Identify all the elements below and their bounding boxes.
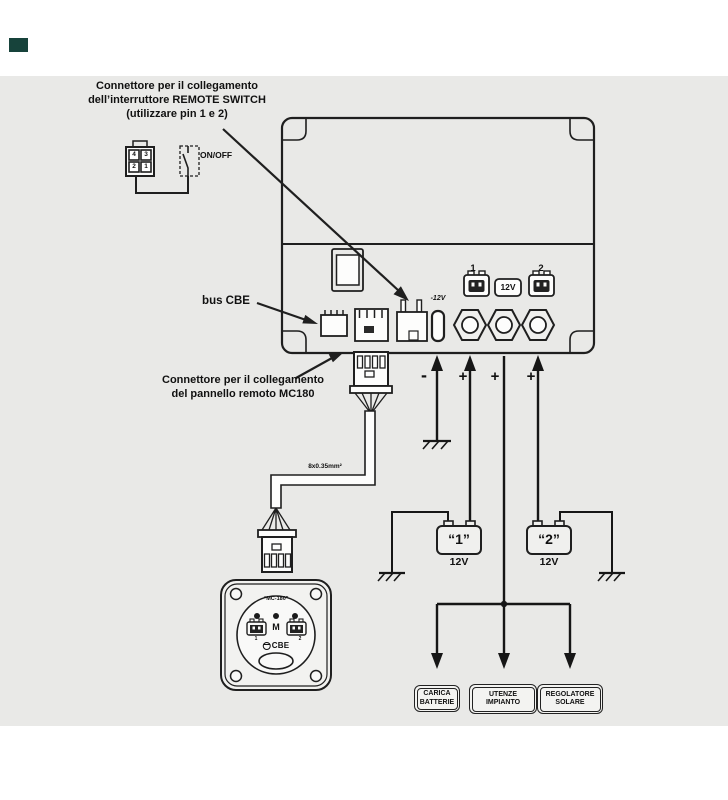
mc180-arrow <box>295 357 333 379</box>
on-off-label: ON/OFF <box>200 150 233 160</box>
battery2-icon <box>528 270 555 297</box>
pin-3-label: 3 <box>144 151 148 158</box>
pin-1-label: 1 <box>144 163 148 170</box>
pin-4-label: 4 <box>132 151 136 158</box>
rocker-switch <box>331 248 364 292</box>
cable-run <box>270 410 376 509</box>
hex-terminals <box>452 309 556 341</box>
battery1-icon <box>463 270 490 297</box>
panel-title: “MC-180” <box>263 596 289 602</box>
plus-label-2: + <box>490 368 500 385</box>
cbe-logo-text: CBE <box>271 641 290 650</box>
battery2-name: “2” <box>538 531 560 547</box>
unit-battery1-number: 1 <box>470 263 476 274</box>
panel-battery1-number: 1 <box>254 636 258 642</box>
main-unit <box>280 116 596 355</box>
unit-voltage-label: 12V <box>500 282 516 292</box>
mc180-note: Connettore per il collegamento del panne… <box>162 373 324 401</box>
remote-switch-arrow <box>222 128 400 292</box>
mc180-note-line-2: del pannello remoto MC180 <box>171 388 315 400</box>
load-2-line-1: UTENZE <box>489 690 517 698</box>
load-2-line-2: IMPIANTO <box>485 699 521 706</box>
cable-spec-label: 8x0.35mm² <box>308 463 342 470</box>
load-box-regolatore-solare: REGOLATORE SOLARE <box>537 684 603 714</box>
load-box-utenze-impianto: UTENZE IMPIANTO <box>469 684 537 714</box>
mc180-note-line-1: Connettore per il collegamento <box>162 374 324 386</box>
mc180-receptacle <box>354 308 389 342</box>
plus-label-3: + <box>526 368 536 385</box>
panel-battery1-icon <box>246 618 267 636</box>
load-1-line-1: CARICA <box>423 690 451 697</box>
led-m <box>273 613 279 619</box>
battery1-voltage: 12V <box>449 556 469 568</box>
bus-cbe-label: bus CBE <box>202 295 250 307</box>
bus-cbe-arrow <box>256 301 307 322</box>
screw-hole <box>309 587 323 601</box>
switch-dashed-box <box>179 145 200 177</box>
battery2-voltage: 12V <box>539 556 559 568</box>
ground-symbol-3 <box>597 571 625 582</box>
corner-mark <box>9 38 28 52</box>
corner-notch-br <box>569 330 593 352</box>
remote-switch-note: Connettore per il collegamento dell’inte… <box>88 79 266 121</box>
load-3-line-2: SOLARE <box>555 699 585 706</box>
pin-2-label: 2 <box>132 163 136 170</box>
panel-battery2-icon <box>286 618 307 636</box>
screw-hole <box>229 587 243 601</box>
fuse <box>430 309 446 343</box>
load-3-line-1: REGOLATORE <box>545 690 595 698</box>
panel-battery2-number: 2 <box>298 636 302 642</box>
unit-battery2-number: 2 <box>538 263 544 274</box>
note-line-1: Connettore per il collegamento <box>96 80 258 92</box>
corner-notch-tr <box>569 119 593 141</box>
mc180-cable-assembly <box>257 351 393 573</box>
mc180-panel <box>220 579 332 691</box>
plus-label-1: + <box>458 368 468 385</box>
cbe-logo: CBE <box>262 641 290 650</box>
remote-switch-connector <box>125 140 200 194</box>
ground-symbol-1 <box>422 439 451 450</box>
screw-hole <box>309 669 323 683</box>
screw-hole <box>229 669 243 683</box>
minus-label: - <box>421 365 427 385</box>
corner-notch-bl <box>283 330 307 352</box>
battery-1 <box>436 520 482 555</box>
voltage-badge <box>494 278 522 297</box>
note-line-2: dell’interruttore REMOTE SWITCH <box>88 94 266 106</box>
annotation-arrows <box>222 128 409 379</box>
panel-button-oval <box>258 652 294 670</box>
ground-symbol-2 <box>377 571 405 582</box>
fuse-label: -12V <box>430 295 446 302</box>
led-2 <box>292 613 298 619</box>
battery-2 <box>526 520 572 555</box>
power-wiring <box>377 355 625 669</box>
switch-wire <box>135 176 189 194</box>
load-1-line-2: BATTERIE <box>419 698 455 706</box>
note-line-3: (utilizzare pin 1 e 2) <box>126 108 228 120</box>
cbe-logo-mark <box>262 641 271 650</box>
mc180-plug-top <box>353 351 389 387</box>
remote-switch-receptacle <box>396 299 428 342</box>
panel-m-label: M <box>272 622 280 632</box>
switch-symbol <box>182 146 189 176</box>
bus-cbe-connector <box>320 310 348 337</box>
battery1-name: “1” <box>448 531 470 547</box>
corner-notch-tl <box>283 119 307 141</box>
led-1 <box>254 613 260 619</box>
load-box-carica-batterie: CARICA BATTERIE <box>414 685 460 712</box>
